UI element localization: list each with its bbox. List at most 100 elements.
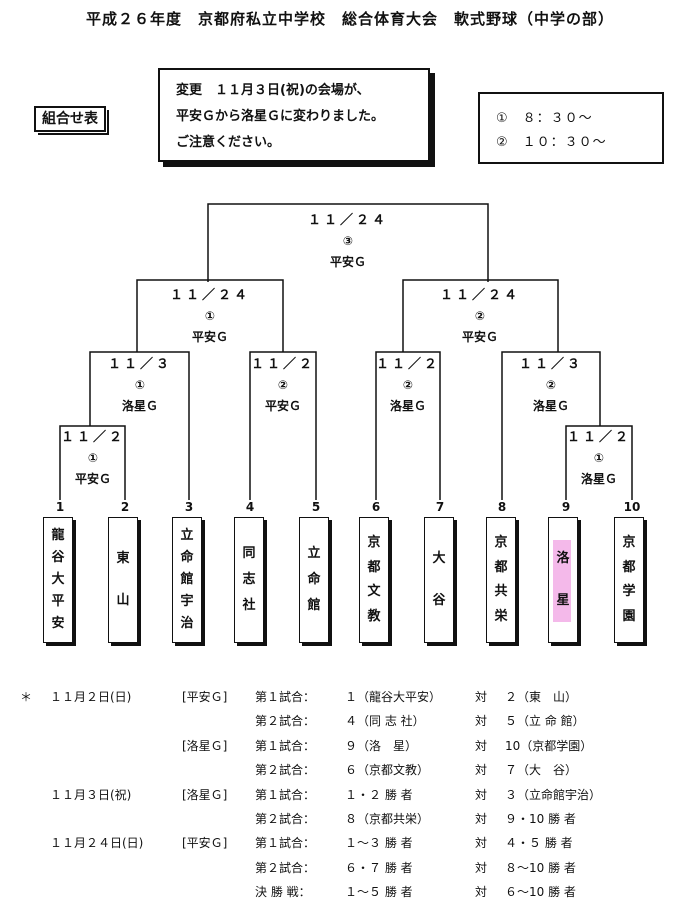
- schedule-star: ＊: [20, 690, 33, 704]
- schedule-home: ６・７ 勝 者: [345, 860, 413, 875]
- schedule-date: １１月２４日(日): [50, 836, 144, 851]
- team-box-5: 立 命 館: [299, 517, 329, 643]
- seed-number: 4: [245, 500, 255, 514]
- game-date: １１／２４: [439, 288, 521, 303]
- team-char: 治: [180, 616, 194, 631]
- schedule-home: １～３ 勝 者: [345, 836, 413, 851]
- game-venue: 平安Ｇ: [264, 399, 302, 413]
- schedule-match: 第１試合：: [255, 836, 316, 851]
- schedule-away: ４・５ 勝 者: [505, 836, 573, 851]
- game-r1-left: １１／２ ① 平安Ｇ: [61, 427, 125, 490]
- team-box-8: 京 都 共 栄: [486, 517, 516, 643]
- game-semi-right: １１／２４ ② 平安Ｇ: [440, 285, 520, 348]
- schedule-away: ９・10 勝 者: [505, 811, 576, 826]
- schedule-vs: 対: [475, 714, 488, 729]
- team-box-6: 京 都 文 教: [359, 517, 389, 643]
- team-char: 宇: [180, 594, 194, 609]
- schedule-match: 第２試合：: [255, 763, 316, 778]
- schedule-match: 第２試合：: [255, 714, 316, 729]
- bracket-semi-left: [136, 279, 284, 352]
- team-char: 園: [622, 609, 636, 625]
- start-time-1: ① ８：３０～: [496, 111, 593, 126]
- team-char: 都: [367, 559, 381, 575]
- game-slot: ③: [342, 234, 354, 248]
- seed-number: 7: [435, 500, 445, 514]
- game-date: １１／２: [566, 430, 632, 445]
- schedule-away: ７（大 谷）: [505, 763, 578, 778]
- game-date: １１／２: [60, 430, 126, 445]
- schedule-venue: [洛星Ｇ]: [182, 787, 228, 802]
- team-char: 都: [622, 559, 636, 575]
- schedule-away: ２（東 山）: [505, 690, 578, 704]
- game-slot: ②: [277, 378, 289, 392]
- game-r1-right: １１／２ ① 洛星Ｇ: [567, 427, 631, 490]
- bracket-semi-right: [402, 279, 559, 352]
- schedule-away: ８～10 勝 者: [505, 860, 576, 875]
- team-box-9: 洛 星: [548, 517, 578, 643]
- team-char: 栄: [494, 609, 508, 625]
- team-char: 立: [307, 546, 321, 561]
- team-char: 谷: [51, 550, 65, 565]
- schedule-home: １・２ 勝 者: [345, 787, 413, 802]
- game-date: １１／２４: [307, 213, 389, 228]
- game-date: １１／２４: [169, 288, 251, 303]
- game-slot: ②: [474, 309, 486, 323]
- game-venue: 平安Ｇ: [74, 472, 112, 486]
- schedule-match: 第２試合：: [255, 860, 316, 875]
- notice-line: 変更 １１月３日(祝)の会場が、: [176, 83, 370, 98]
- team-char: 学: [622, 584, 636, 600]
- start-times-box: ① ８：３０～ ② １０：３０～: [478, 92, 664, 164]
- schedule-row: 第２試合： ８（京都共栄） 対 ９・10 勝 者: [0, 810, 700, 834]
- seed-number: 1: [55, 500, 65, 514]
- game-slot: ①: [87, 451, 99, 465]
- game-venue: 洛星Ｇ: [389, 399, 427, 413]
- schedule-home: １～５ 勝 者: [345, 885, 413, 900]
- game-slot: ②: [402, 378, 414, 392]
- schedule-match: 第２試合：: [255, 811, 316, 826]
- team-box-4: 同 志 社: [234, 517, 264, 643]
- schedule-row: １１月２４日(日) [平安Ｇ] 第１試合： １～３ 勝 者 対 ４・５ 勝 者: [0, 834, 700, 858]
- team-char: 安: [51, 616, 65, 631]
- schedule-home: １（龍谷大平安）: [345, 690, 442, 704]
- page-title: 平成２６年度 京都府私立中学校 総合体育大会 軟式野球（中学の部）: [85, 10, 614, 28]
- seed-number: 8: [497, 500, 507, 514]
- team-char: 京: [367, 534, 381, 550]
- notice-line: ご注意ください。: [176, 135, 281, 150]
- bracket-r1-right: [565, 425, 633, 500]
- team-char: 大: [432, 551, 446, 566]
- seed-number: 2: [120, 500, 130, 514]
- schedule-away: ５（立 命 館）: [505, 714, 585, 729]
- game-slot: ①: [204, 309, 216, 323]
- team-char: 命: [307, 572, 321, 587]
- schedule-vs: 対: [475, 860, 488, 875]
- team-box-2: 東 山: [108, 517, 138, 643]
- schedule-row: 第２試合： ６（京都文教） 対 ７（大 谷）: [0, 761, 700, 785]
- bracket-qf4: [501, 351, 601, 500]
- team-char: 同: [242, 546, 256, 561]
- team-char: 洛: [556, 551, 570, 566]
- seed-number: 9: [561, 500, 571, 514]
- game-venue: 平安Ｇ: [191, 330, 229, 344]
- game-slot: ①: [134, 378, 146, 392]
- schedule-row: ＊ １１月２日(日) [平安Ｇ] 第１試合： １（龍谷大平安） 対 ２（東 山）: [0, 688, 700, 712]
- start-time-2: ② １０：３０～: [496, 135, 607, 150]
- schedule-date: １１月３日(祝): [50, 787, 132, 802]
- bracket-tag-label: 組合せ表: [34, 106, 109, 135]
- game-final: １１／２４ ③ 平安Ｇ: [308, 210, 388, 273]
- team-char: 谷: [432, 593, 446, 608]
- schedule-vs: 対: [475, 763, 488, 778]
- bracket-r1-left: [59, 425, 126, 500]
- schedule-row: 第２試合： ６・７ 勝 者 対 ８～10 勝 者: [0, 859, 700, 883]
- schedule-away: ６～10 勝 者: [505, 885, 576, 900]
- schedule-home: ４（同 志 社）: [345, 714, 425, 729]
- schedule-vs: 対: [475, 738, 488, 753]
- schedule-row: [洛星Ｇ] 第１試合： ９（洛 星） 対 10（京都学園）: [0, 737, 700, 761]
- team-char: 京: [494, 534, 508, 550]
- schedule-row: 第２試合： ４（同 志 社） 対 ５（立 命 館）: [0, 712, 700, 736]
- venue-change-notice: 変更 １１月３日(祝)の会場が、 平安Ｇから洛星Ｇに変わりました。 ご注意くださ…: [158, 68, 430, 162]
- seed-number: 5: [311, 500, 321, 514]
- seed-number: 6: [371, 500, 381, 514]
- team-box-1: 龍 谷 大 平 安: [43, 517, 73, 643]
- schedule-home: ９（洛 星）: [345, 738, 418, 753]
- bracket-qf2: [249, 351, 317, 500]
